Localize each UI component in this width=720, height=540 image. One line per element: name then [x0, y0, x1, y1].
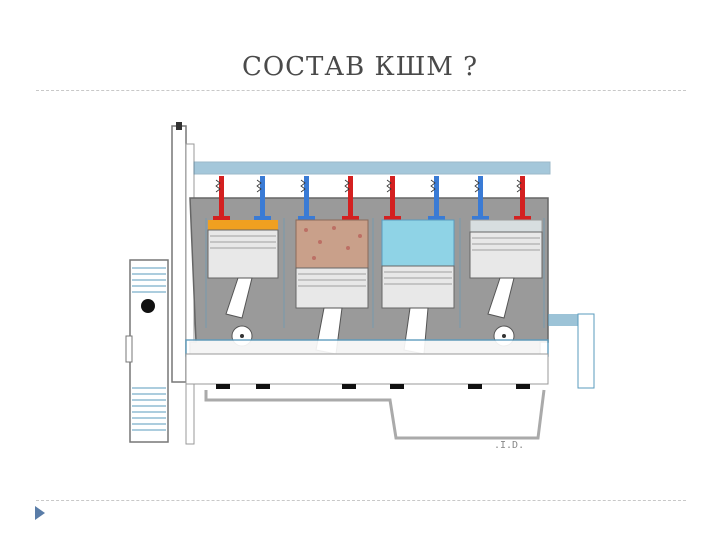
- valve-red: [342, 176, 359, 220]
- footer-divider: [36, 500, 686, 501]
- crankshaft: [185, 313, 595, 389]
- cylinder-4: [469, 219, 543, 347]
- title-divider: [36, 90, 686, 91]
- valve-blue: [472, 176, 489, 220]
- valve-blue: [298, 176, 315, 220]
- triangle-bullet-icon: [35, 506, 45, 520]
- valve-blue: [254, 176, 271, 220]
- engine-cutaway-diagram: [125, 122, 595, 445]
- camshaft-rail: [193, 161, 551, 175]
- valve-red: [384, 176, 401, 220]
- timing-drive: [171, 122, 195, 445]
- valve-blue: [428, 176, 445, 220]
- valves: [213, 176, 531, 220]
- slide-title: СОСТАВ КШМ ?: [241, 52, 479, 82]
- flywheel: [125, 259, 169, 443]
- valve-red: [514, 176, 531, 220]
- oil-pan: [204, 389, 546, 440]
- figure-caption: .I.D.: [494, 440, 525, 451]
- valve-red: [213, 176, 230, 220]
